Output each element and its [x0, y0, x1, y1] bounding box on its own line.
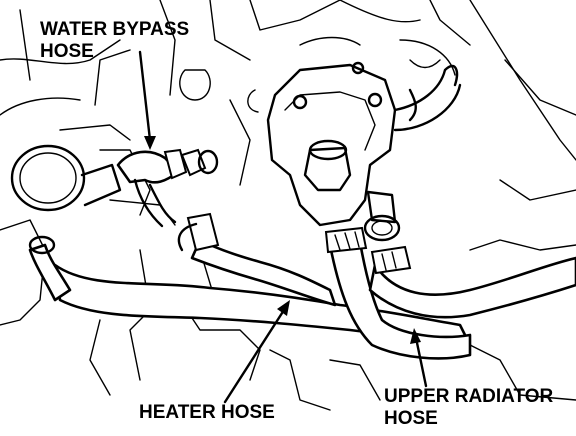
thermostat-housing [266, 61, 462, 227]
upper-radiator-hose-label-line1: UPPER RADIATOR [384, 386, 554, 407]
heater-hose-label: HEATER HOSE [139, 402, 275, 424]
heater-hose-label-text: HEATER HOSE [139, 402, 275, 423]
water-bypass-hose-label: WATER BYPASS HOSE [40, 19, 189, 63]
callout-leaders [138, 50, 428, 404]
water-bypass-hose [116, 148, 219, 228]
coolant-outlet-pipe [363, 190, 401, 242]
heater-hose [28, 212, 472, 347]
water-bypass-hose-label-line2: HOSE [40, 41, 94, 62]
upper-radiator-hose [324, 226, 576, 360]
round-component-left [10, 144, 122, 212]
water-bypass-hose-label-line1: WATER BYPASS [40, 19, 190, 40]
upper-radiator-hose-label-line2: HOSE [384, 408, 438, 429]
upper-radiator-hose-label: UPPER RADIATOR HOSE [384, 386, 553, 430]
